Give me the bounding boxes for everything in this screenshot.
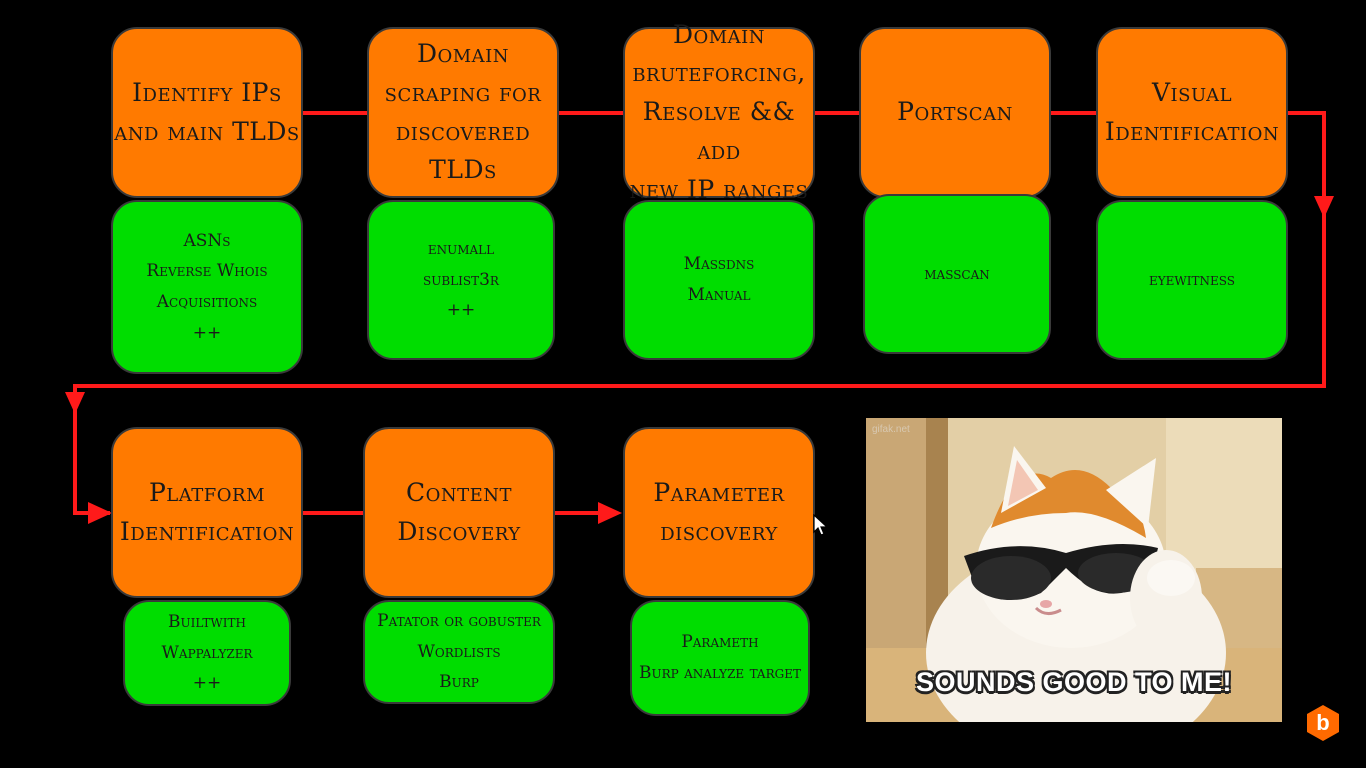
logo-letter: b — [1316, 710, 1330, 735]
tool-item: Parameth — [681, 632, 759, 653]
step-title-line: Content — [405, 477, 513, 507]
step-title-line: Platform — [148, 477, 266, 507]
step-title-line: bruteforcing, — [632, 58, 806, 88]
step-title-line: Identify IPs — [132, 77, 282, 107]
step-title-line: discovery — [660, 516, 778, 546]
step-domain-bruteforcing: Domain bruteforcing, Resolve && add new IP … — [623, 20, 815, 204]
tool-item: enumall — [427, 239, 495, 260]
tool-item: Wordlists — [417, 641, 501, 662]
hexagon-logo-icon — [1307, 705, 1339, 741]
tool-item: Builtwith — [168, 612, 246, 633]
tool-item: ASNs — [183, 230, 231, 251]
tool-item: Acquisitions — [156, 292, 258, 312]
cat-meme-image: gifak.net SOUNDS GOOD TO ME! — [866, 418, 1282, 722]
tools-domain-scraping: enumall sublist3r ++ — [367, 200, 555, 360]
step-portscan: Portscan — [859, 27, 1051, 198]
step-title-line: Portscan — [897, 97, 1013, 127]
tool-item: ++ — [446, 300, 476, 321]
step-title-line: new IP ranges — [629, 174, 809, 204]
step-title-line: and main TLDs — [114, 116, 300, 146]
step-title-line: Domain — [672, 19, 766, 49]
tools-visual-identification: eyewitness — [1096, 200, 1288, 360]
step-parameter-discovery: Parameter discovery — [623, 427, 815, 598]
tool-item: Manual — [687, 285, 751, 305]
step-identify-ips: Identify IPs and main TLDs — [111, 27, 303, 198]
meme-caption: SOUNDS GOOD TO ME! — [915, 667, 1233, 697]
tool-item: ++ — [192, 322, 222, 343]
tools-portscan: masscan — [863, 194, 1051, 354]
step-domain-scraping: Domain scraping for discovered TLDs — [367, 27, 559, 198]
step-title-line: scraping for — [384, 77, 542, 107]
step-title-line: Parameter — [653, 477, 785, 507]
tool-item: Patator or gobuster — [377, 611, 541, 632]
tool-item: masscan — [924, 263, 990, 284]
step-title-line: discovered TLDs — [395, 116, 531, 185]
tool-item: sublist3r — [423, 269, 499, 290]
step-title-line: Visual — [1151, 77, 1233, 107]
mouse-pointer-icon — [813, 514, 829, 536]
tool-item: Burp analyze target — [639, 663, 801, 683]
tool-item: Reverse Whois — [146, 261, 268, 282]
tool-item: Wappalyzer — [161, 642, 253, 663]
step-title-line: Resolve && add — [642, 97, 796, 165]
step-title-line: Identification — [119, 516, 295, 546]
gif-watermark: gifak.net — [872, 424, 910, 435]
tool-item: ++ — [192, 673, 222, 694]
tool-item: Burp — [439, 672, 479, 693]
tool-item: eyewitness — [1148, 269, 1235, 290]
tool-item: Massdns — [683, 254, 755, 275]
cat-with-sunglasses-illustration — [866, 418, 1282, 722]
step-title-line: Discovery — [397, 516, 521, 546]
step-title-line: Identification — [1104, 116, 1280, 146]
step-title-line: Domain — [416, 39, 510, 68]
